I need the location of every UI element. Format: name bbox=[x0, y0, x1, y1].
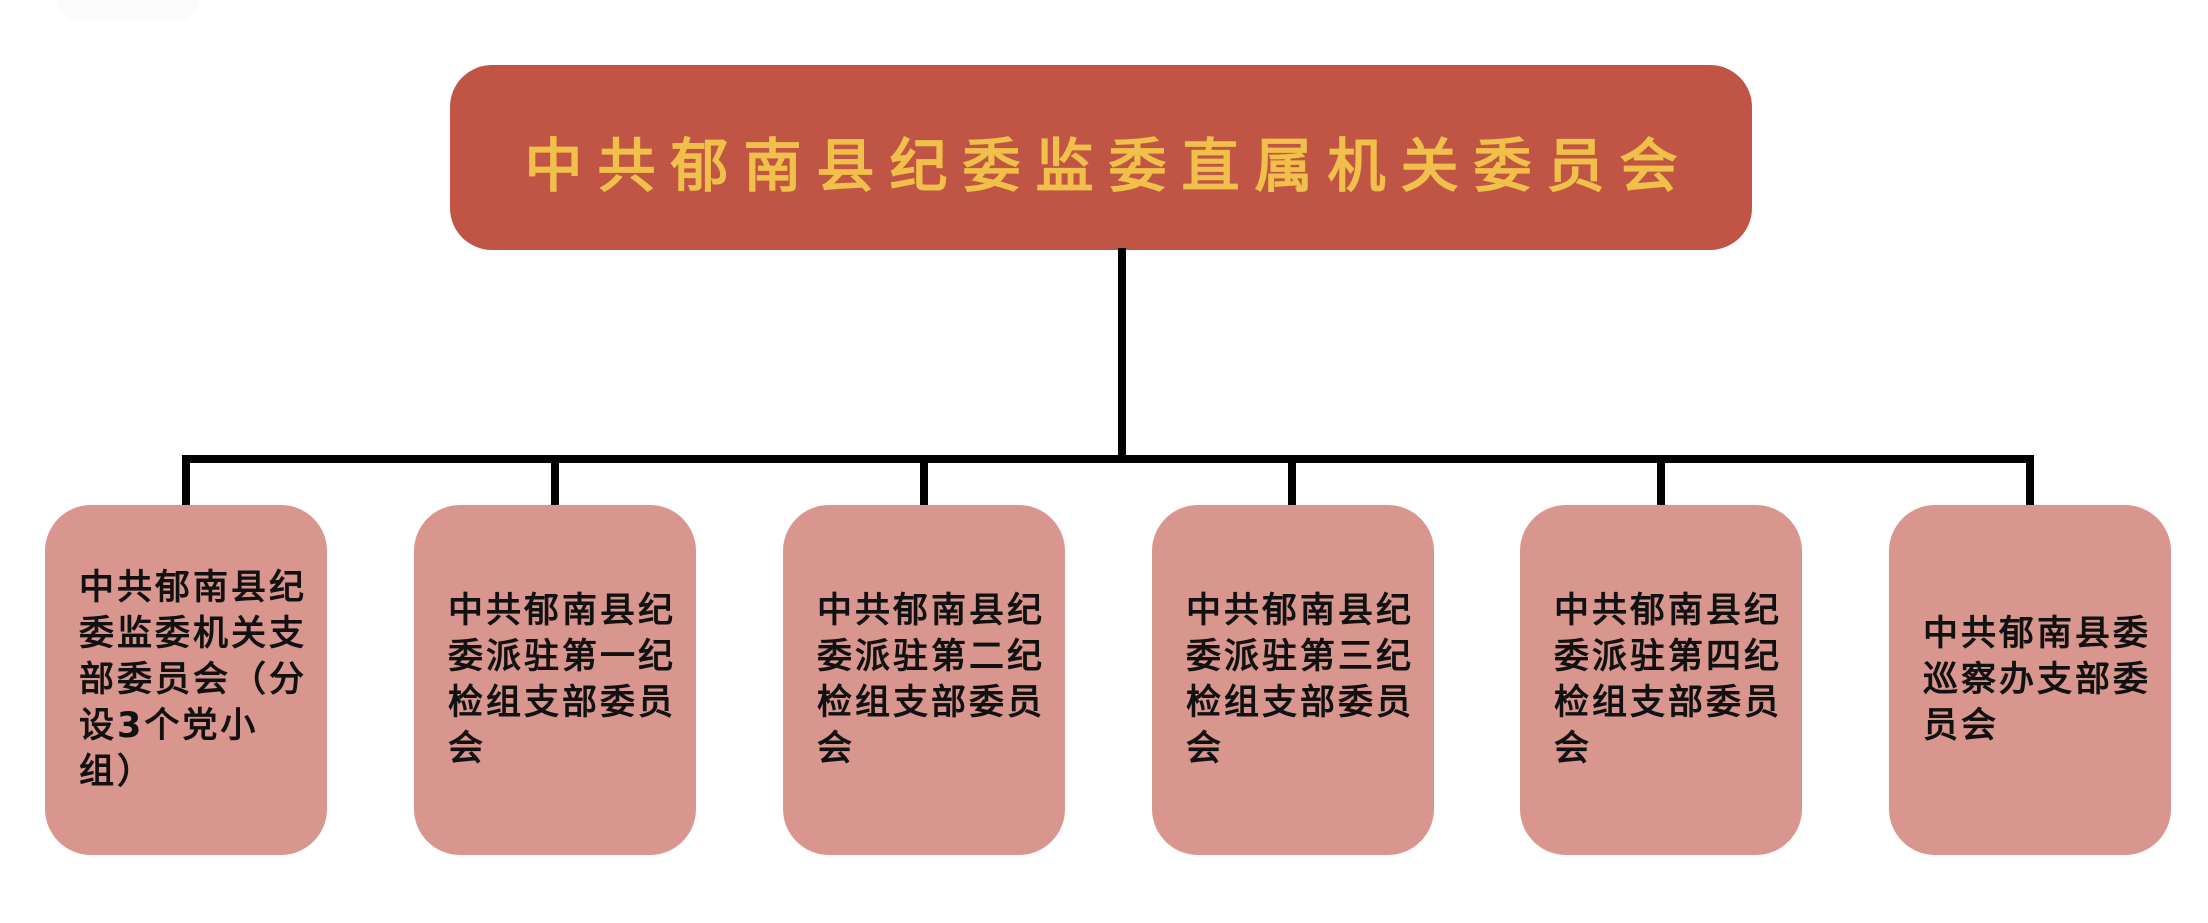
org-chart-child-node-5: 中共郁南县纪委派驻第四纪检组支部委员会 bbox=[1520, 505, 1802, 855]
child-node-2-label: 中共郁南县纪委派驻第一纪检组支部委员会 bbox=[448, 591, 677, 769]
connector-drop-5 bbox=[1657, 455, 1665, 507]
org-chart-child-node-6: 中共郁南县委巡察办支部委员会 bbox=[1889, 505, 2171, 855]
org-chart-child-node-3: 中共郁南县纪委派驻第二纪检组支部委员会 bbox=[783, 505, 1065, 855]
root-node-label: 中共郁南县纪委监委直属机关委员会 bbox=[524, 131, 1693, 200]
org-chart-child-node-4: 中共郁南县纪委派驻第三纪检组支部委员会 bbox=[1152, 505, 1434, 855]
connector-drop-1 bbox=[182, 455, 190, 507]
cropped-shape-artifact bbox=[58, 0, 198, 20]
child-node-5-label: 中共郁南县纪委派驻第四纪检组支部委员会 bbox=[1554, 591, 1783, 769]
child-node-6-label: 中共郁南县委巡察办支部委员会 bbox=[1923, 614, 2152, 746]
connector-drop-6 bbox=[2026, 455, 2034, 507]
org-chart-child-node-2: 中共郁南县纪委派驻第一纪检组支部委员会 bbox=[414, 505, 696, 855]
child-node-3-label: 中共郁南县纪委派驻第二纪检组支部委员会 bbox=[817, 591, 1046, 769]
connector-drop-4 bbox=[1288, 455, 1296, 507]
connector-drop-3 bbox=[920, 455, 928, 507]
connector-horizontal-bus bbox=[186, 455, 2034, 463]
org-chart-child-node-1: 中共郁南县纪委监委机关支部委员会（分设3个党小组） bbox=[45, 505, 327, 855]
connector-drop-2 bbox=[551, 455, 559, 507]
child-node-4-label: 中共郁南县纪委派驻第三纪检组支部委员会 bbox=[1186, 591, 1415, 769]
child-node-1-label: 中共郁南县纪委监委机关支部委员会（分设3个党小组） bbox=[79, 568, 308, 792]
org-chart-root-node: 中共郁南县纪委监委直属机关委员会 bbox=[450, 65, 1752, 250]
connector-root-vertical bbox=[1118, 248, 1126, 462]
